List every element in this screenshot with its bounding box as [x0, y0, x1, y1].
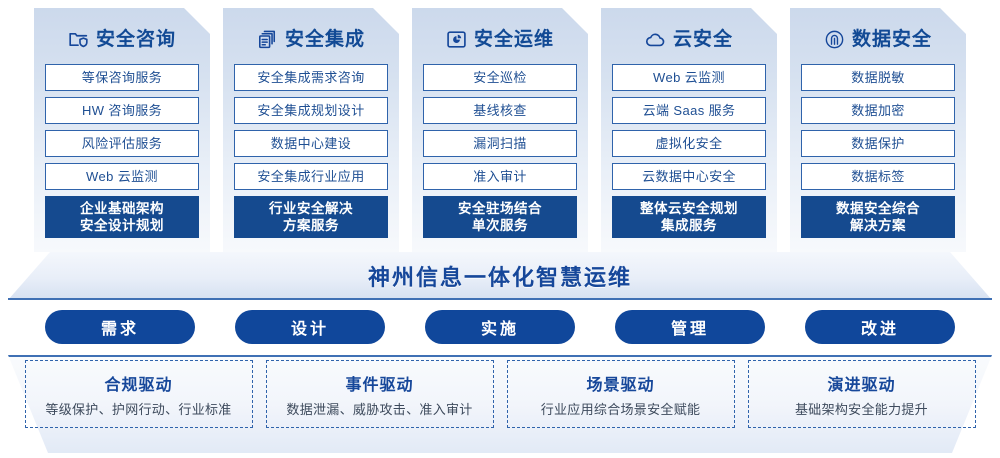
pillar-card-data-security[interactable]: 数据安全 数据脱敏 数据加密 数据保护 数据标签 数据安全综合 解决方案: [790, 8, 966, 252]
service-item[interactable]: 风险评估服务: [45, 130, 199, 157]
drivers-row: 合规驱动 等级保护、护网行动、行业标准 事件驱动 数据泄漏、威胁攻击、准入审计 …: [8, 360, 992, 428]
pillar-header: 安全集成: [234, 22, 388, 56]
service-item[interactable]: 基线核查: [423, 97, 577, 124]
platform-banner-title: 神州信息一体化智慧运维: [367, 265, 632, 290]
driver-title: 合规驱动: [104, 376, 173, 394]
pillar-header: 安全运维: [423, 22, 577, 56]
service-item[interactable]: 安全巡检: [423, 64, 577, 91]
pillar-summary-line: 数据安全综合: [836, 201, 920, 216]
service-list: 数据脱敏 数据加密 数据保护 数据标签: [801, 64, 955, 190]
pillar-summary-line: 单次服务: [472, 218, 528, 233]
pillar-summary[interactable]: 行业安全解决 方案服务: [234, 196, 388, 238]
pillar-summary[interactable]: 整体云安全规划 集成服务: [612, 196, 766, 238]
service-item[interactable]: 数据脱敏: [801, 64, 955, 91]
service-list: 等保咨询服务 HW 咨询服务 风险评估服务 Web 云监测: [45, 64, 199, 190]
service-item[interactable]: 数据中心建设: [234, 130, 388, 157]
pillar-summary-line: 企业基础架构: [80, 201, 164, 216]
stage-pill-improvement[interactable]: 改进: [805, 310, 955, 344]
service-item[interactable]: 虚拟化安全: [612, 130, 766, 157]
service-item[interactable]: 准入审计: [423, 163, 577, 190]
pillar-summary-line: 安全设计规划: [80, 218, 164, 233]
platform-banner: 神州信息一体化智慧运维: [8, 252, 992, 300]
folder-shield-icon: [68, 29, 89, 50]
driver-card-scenario[interactable]: 场景驱动 行业应用综合场景安全赋能: [506, 360, 735, 428]
pillar-summary-line: 安全驻场结合: [458, 201, 542, 216]
driver-title: 场景驱动: [586, 376, 655, 394]
lifecycle-stage-row: 需求 设计 实施 管理 改进: [0, 310, 1000, 350]
platform-banner-underline: [8, 298, 992, 300]
pillar-summary[interactable]: 企业基础架构 安全设计规划: [45, 196, 199, 238]
stage-pill-requirement[interactable]: 需求: [45, 310, 195, 344]
pillar-title: 安全运维: [473, 28, 554, 50]
driver-card-incident[interactable]: 事件驱动 数据泄漏、威胁攻击、准入审计: [265, 360, 494, 428]
service-list: Web 云监测 云端 Saas 服务 虚拟化安全 云数据中心安全: [612, 64, 766, 190]
service-list: 安全巡检 基线核查 漏洞扫描 准入审计: [423, 64, 577, 190]
cloud-icon: [645, 29, 666, 50]
driver-description: 数据泄漏、威胁攻击、准入审计: [286, 401, 473, 417]
pillar-title: 安全集成: [284, 28, 365, 50]
pillar-summary-line: 行业安全解决: [269, 201, 353, 216]
pillar-summary-line: 方案服务: [283, 218, 339, 233]
pillar-header: 数据安全: [801, 22, 955, 56]
stage-pill-design[interactable]: 设计: [235, 310, 385, 344]
service-item[interactable]: 云端 Saas 服务: [612, 97, 766, 124]
service-item[interactable]: 数据保护: [801, 130, 955, 157]
driver-card-evolution[interactable]: 演进驱动 基础架构安全能力提升: [747, 360, 976, 428]
pillar-title: 数据安全: [851, 28, 932, 50]
driver-card-compliance[interactable]: 合规驱动 等级保护、护网行动、行业标准: [24, 360, 253, 428]
driver-title: 事件驱动: [345, 376, 414, 394]
service-item[interactable]: 云数据中心安全: [612, 163, 766, 190]
driver-description: 行业应用综合场景安全赋能: [540, 401, 701, 417]
service-item[interactable]: Web 云监测: [45, 163, 199, 190]
stage-pill-implementation[interactable]: 实施: [425, 310, 575, 344]
pillar-card-security-integration[interactable]: 安全集成 安全集成需求咨询 安全集成规划设计 数据中心建设 安全集成行业应用 行…: [223, 8, 399, 252]
service-list: 安全集成需求咨询 安全集成规划设计 数据中心建设 安全集成行业应用: [234, 64, 388, 190]
pillar-summary-line: 解决方案: [850, 218, 906, 233]
pillar-title: 云安全: [672, 28, 733, 50]
pillar-card-cloud-security[interactable]: 云安全 Web 云监测 云端 Saas 服务 虚拟化安全 云数据中心安全 整体云…: [601, 8, 777, 252]
service-item[interactable]: HW 咨询服务: [45, 97, 199, 124]
pillar-card-security-operations[interactable]: 安全运维 安全巡检 基线核查 漏洞扫描 准入审计 安全驻场结合 单次服务: [412, 8, 588, 252]
pillar-summary[interactable]: 安全驻场结合 单次服务: [423, 196, 577, 238]
pillar-card-security-consulting[interactable]: 安全咨询 等保咨询服务 HW 咨询服务 风险评估服务 Web 云监测 企业基础架…: [34, 8, 210, 252]
service-item[interactable]: 数据加密: [801, 97, 955, 124]
monitor-chart-icon: [446, 29, 467, 50]
service-item[interactable]: 安全集成规划设计: [234, 97, 388, 124]
driver-description: 等级保护、护网行动、行业标准: [45, 401, 232, 417]
driver-title: 演进驱动: [827, 376, 896, 394]
fingerprint-icon: [824, 29, 845, 50]
pillar-title: 安全咨询: [95, 28, 176, 50]
pillar-header: 云安全: [612, 22, 766, 56]
service-item[interactable]: Web 云监测: [612, 64, 766, 91]
pillar-header: 安全咨询: [45, 22, 199, 56]
stage-pill-management[interactable]: 管理: [615, 310, 765, 344]
pillar-summary-line: 集成服务: [661, 218, 717, 233]
pillar-summary[interactable]: 数据安全综合 解决方案: [801, 196, 955, 238]
service-item[interactable]: 安全集成行业应用: [234, 163, 388, 190]
service-item[interactable]: 数据标签: [801, 163, 955, 190]
pillar-summary-line: 整体云安全规划: [640, 201, 738, 216]
service-item[interactable]: 漏洞扫描: [423, 130, 577, 157]
pillar-cards-row: 安全咨询 等保咨询服务 HW 咨询服务 风险评估服务 Web 云监测 企业基础架…: [0, 0, 1000, 258]
driver-description: 基础架构安全能力提升: [794, 401, 928, 417]
service-item[interactable]: 安全集成需求咨询: [234, 64, 388, 91]
documents-copy-icon: [257, 29, 278, 50]
service-item[interactable]: 等保咨询服务: [45, 64, 199, 91]
drivers-container: [8, 355, 992, 453]
